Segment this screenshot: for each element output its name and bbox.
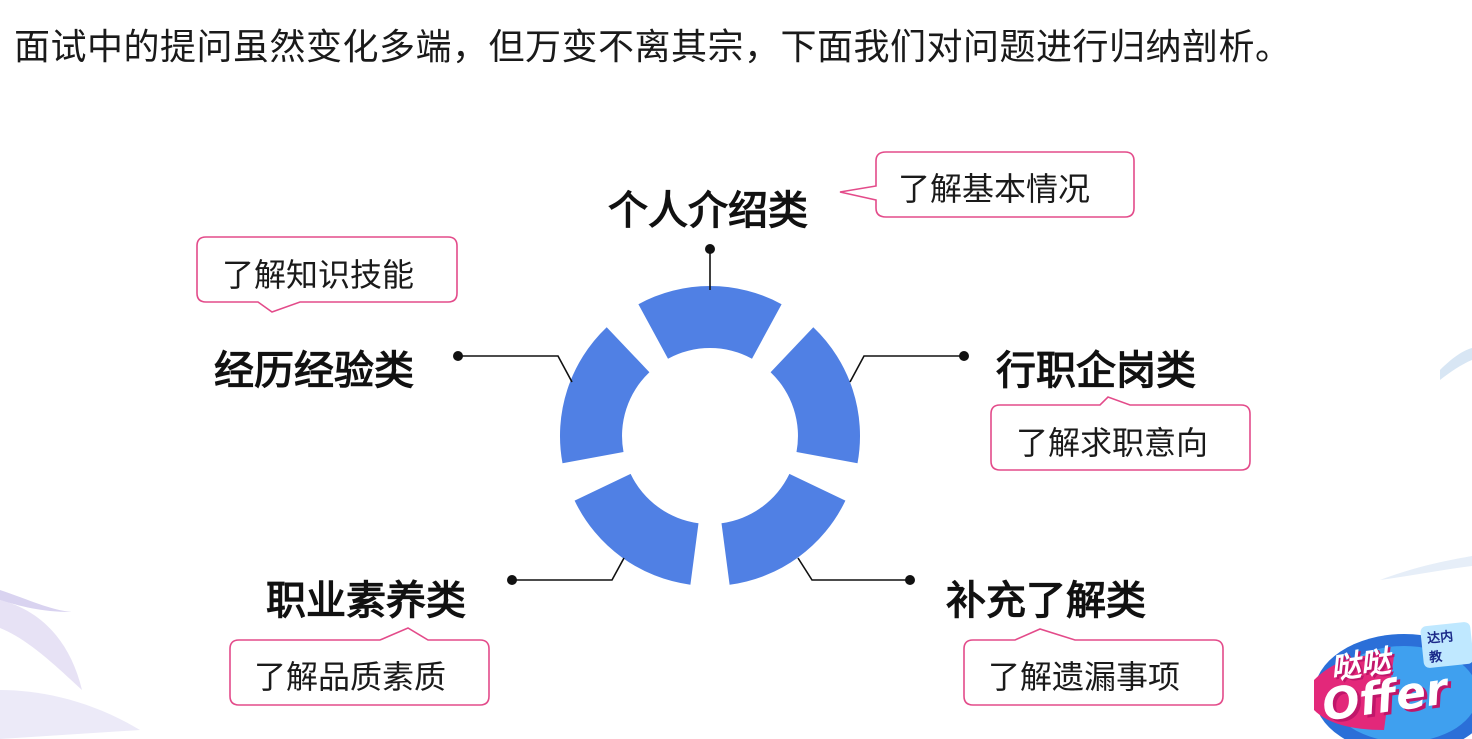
category-label-industry: 行职企岗类 <box>996 348 1196 394</box>
leader-line-quality <box>512 557 625 581</box>
ring-segments <box>559 286 861 585</box>
callout-text-personal: 了解基本情况 <box>898 170 1091 208</box>
leader-dot-quality <box>507 575 517 585</box>
callout-bubble-supplement <box>963 628 1224 706</box>
leader-dot-industry <box>959 351 969 361</box>
callout-bubbles <box>196 151 1251 706</box>
leader-dot-personal <box>705 244 715 254</box>
callout-bubble-experience <box>196 236 458 313</box>
brand-logo: 哒哒 Offer 达内教 <box>1304 610 1472 739</box>
leader-dot-experience <box>453 351 463 361</box>
callout-bubble-industry <box>990 396 1251 471</box>
callout-bubble-quality <box>229 627 490 706</box>
decorative-swooshes <box>0 348 1472 739</box>
leader-line-industry <box>849 355 964 383</box>
intro-text: 面试中的提问虽然变化多端，但万变不离其宗，下面我们对问题进行归纳剖析。 <box>14 27 1292 68</box>
callout-text-industry: 了解求职意向 <box>1016 424 1209 462</box>
leader-line-experience <box>458 355 573 383</box>
category-label-quality: 职业素养类 <box>266 578 466 624</box>
callout-bubble-personal <box>839 151 1135 218</box>
ring-segment-experience <box>559 327 650 464</box>
leader-lines <box>458 249 964 581</box>
callout-text-quality: 了解品质素质 <box>254 658 447 696</box>
callout-text-supplement: 了解遗漏事项 <box>988 658 1181 696</box>
callout-text-experience: 了解知识技能 <box>222 256 415 294</box>
ring-segment-personal <box>638 286 782 359</box>
category-label-experience: 经历经验类 <box>214 348 414 394</box>
leader-dots <box>453 244 969 585</box>
leader-dot-supplement <box>905 575 915 585</box>
ring-segment-supplement <box>721 473 846 585</box>
leader-line-supplement <box>797 557 910 581</box>
ring-segment-industry <box>770 327 861 464</box>
category-label-personal: 个人介绍类 <box>608 188 808 234</box>
ring-segment-quality <box>574 473 699 585</box>
category-label-supplement: 补充了解类 <box>946 578 1146 624</box>
